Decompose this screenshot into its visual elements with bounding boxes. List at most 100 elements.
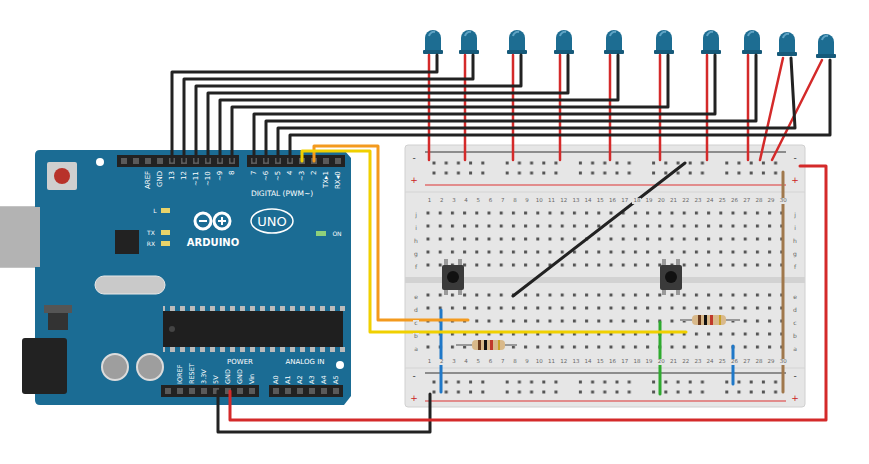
- rail-sign: -: [411, 154, 416, 163]
- pin-label: Vin: [249, 374, 256, 384]
- column-number: 26: [730, 359, 739, 365]
- column-number: 16: [608, 198, 617, 204]
- rail-separator: [405, 192, 805, 193]
- capacitor: [102, 354, 128, 380]
- arduino-board: [0, 150, 351, 405]
- brand-name: ARDUINO: [187, 238, 239, 248]
- column-number: 21: [669, 198, 678, 204]
- row-letter: h: [792, 238, 798, 244]
- pin-label: A0: [273, 375, 280, 384]
- crystal: [95, 276, 165, 294]
- column-number: 1: [427, 359, 433, 365]
- column-number: 9: [524, 198, 530, 204]
- column-number: 25: [718, 359, 727, 365]
- logo-symbols: [199, 217, 226, 225]
- column-number: 18: [632, 198, 641, 204]
- rail-sign: +: [409, 394, 419, 403]
- pin-label: AREF: [145, 171, 152, 189]
- led-label: ON: [332, 231, 341, 237]
- pin-label: TX▸1: [323, 171, 330, 188]
- pin-label: ~3: [299, 171, 306, 181]
- column-number: 9: [524, 359, 530, 365]
- column-number: 22: [681, 359, 690, 365]
- column-number: 1: [427, 198, 433, 204]
- header: [161, 385, 259, 397]
- led: [554, 30, 574, 54]
- row-letter: j: [414, 212, 418, 218]
- column-number: 6: [488, 359, 494, 365]
- column-number: 27: [742, 198, 751, 204]
- column-number: 2: [439, 198, 445, 204]
- column-number: 3: [451, 198, 457, 204]
- pin-label: IOREF: [177, 365, 184, 384]
- column-number: 13: [571, 198, 580, 204]
- capacitor: [137, 354, 163, 380]
- led: [423, 30, 443, 54]
- column-number: 6: [488, 198, 494, 204]
- column-number: 8: [512, 198, 518, 204]
- board-body: [35, 150, 351, 405]
- row-letter: a: [413, 346, 419, 352]
- row-letter: j: [793, 212, 797, 218]
- breadboard: [405, 145, 805, 407]
- header-pins: [269, 385, 343, 397]
- mount-hole: [336, 361, 344, 369]
- pin-label: A3: [309, 375, 316, 384]
- pin-label: GND: [225, 369, 232, 384]
- rail-sign: -: [792, 372, 797, 381]
- column-number: 15: [596, 198, 605, 204]
- rail-sign: +: [790, 176, 800, 185]
- rail-line-positive: [425, 185, 786, 186]
- led: [742, 30, 762, 54]
- header-title: ANALOG IN: [286, 359, 325, 366]
- column-number: 7: [500, 198, 506, 204]
- header: [247, 155, 345, 167]
- row-letter: i: [793, 225, 797, 231]
- row-letter: b: [413, 333, 419, 339]
- jumper-wire: [732, 346, 735, 384]
- row-letter: e: [413, 294, 419, 300]
- resistor-symbol: [680, 315, 740, 325]
- rail-line-negative: [425, 152, 786, 153]
- rail-line-positive: [425, 401, 786, 402]
- uno-oval: [251, 209, 293, 233]
- row-letter: g: [792, 251, 798, 257]
- pin-label: GND: [157, 171, 164, 187]
- led: [459, 30, 479, 54]
- column-number: 2: [439, 359, 445, 365]
- row-letter: i: [414, 225, 418, 231]
- column-number: 3: [451, 359, 457, 365]
- usb-port: [0, 207, 42, 267]
- column-number: 5: [476, 359, 482, 365]
- column-number: 14: [584, 359, 593, 365]
- column-number: 18: [632, 359, 641, 365]
- terminal-holes: [425, 292, 787, 352]
- pin-label: ~11: [193, 171, 200, 186]
- led: [701, 30, 721, 54]
- row-letter: e: [792, 294, 798, 300]
- usb-port: [0, 207, 40, 267]
- usb-chip: [115, 230, 139, 254]
- pin-label: 13: [169, 171, 176, 180]
- column-number: 11: [547, 359, 556, 365]
- terminal-holes: [425, 210, 787, 270]
- column-number: 30: [779, 198, 788, 204]
- column-number: 30: [779, 359, 788, 365]
- led-tx: [161, 230, 170, 235]
- column-number: 28: [754, 198, 763, 204]
- column-number: 12: [559, 198, 568, 204]
- pin-label: ~5: [275, 171, 282, 181]
- led: [654, 30, 674, 54]
- microcontroller: [163, 311, 343, 347]
- led-signal-wires: [172, 55, 830, 161]
- led-label: L: [153, 208, 156, 214]
- led-on: [316, 231, 326, 236]
- column-number: 25: [718, 198, 727, 204]
- row-letter: c: [792, 320, 797, 326]
- reset-button: [47, 162, 77, 190]
- pin-label: ~6: [263, 171, 270, 181]
- column-number: 24: [706, 359, 715, 365]
- column-number: 23: [693, 198, 702, 204]
- column-number: 16: [608, 359, 617, 365]
- center-channel: [405, 277, 805, 283]
